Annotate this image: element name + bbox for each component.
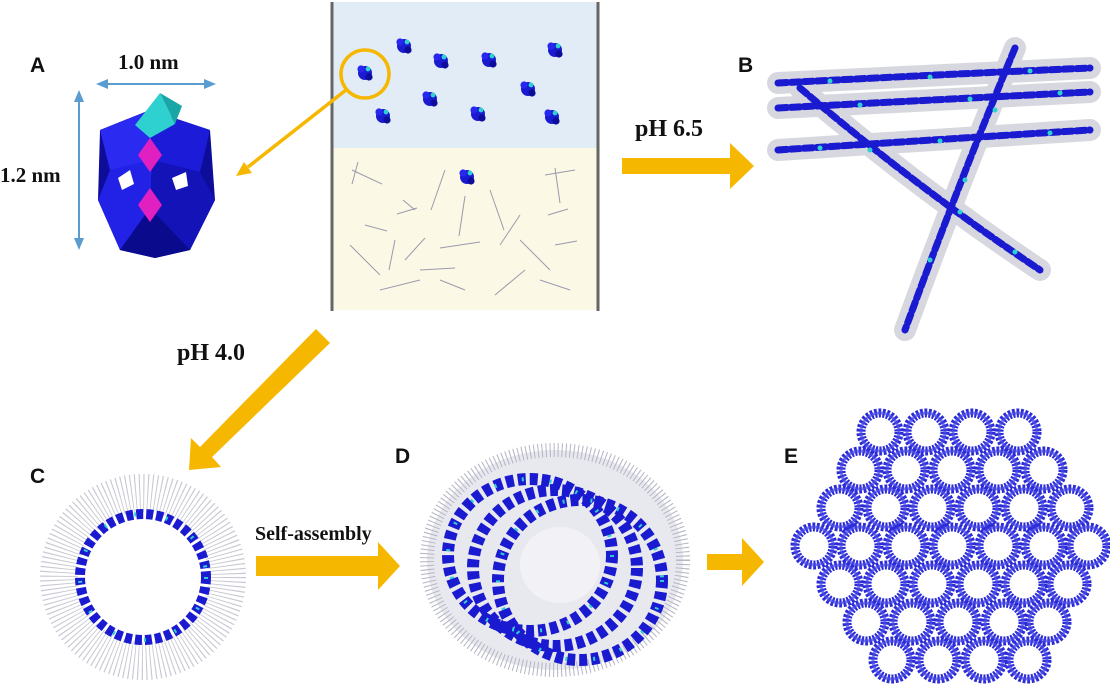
highlight-ring (339, 48, 391, 100)
ph-high-label: pH 6.5 (635, 116, 704, 142)
panel-label-e: E (784, 445, 799, 468)
cluster-structure (98, 93, 215, 258)
panel-label-b: B (738, 54, 754, 77)
arrow-to-lattice (707, 538, 764, 586)
height-dimension (74, 90, 84, 250)
width-dimension (96, 79, 216, 89)
fibril-network (767, 37, 1101, 341)
arrow-self-assembly (256, 542, 400, 590)
ring-lattice (795, 413, 1107, 679)
self-assembly-label: Self-assembly (255, 523, 372, 545)
ph-low-label: pH 4.0 (177, 340, 246, 366)
pointer-arrow (236, 88, 348, 176)
height-label: 1.2 nm (0, 163, 61, 187)
arrow-ph-high (622, 143, 754, 189)
beaker-surfactants (349, 161, 578, 296)
panel-label-d: D (395, 445, 411, 468)
width-label: 1.0 nm (118, 50, 179, 74)
ring-assembly (40, 474, 246, 680)
stacked-rings (420, 443, 690, 677)
panel-label-c: C (30, 465, 46, 488)
panel-label-a: A (30, 54, 46, 77)
arrow-ph-low (189, 329, 330, 470)
